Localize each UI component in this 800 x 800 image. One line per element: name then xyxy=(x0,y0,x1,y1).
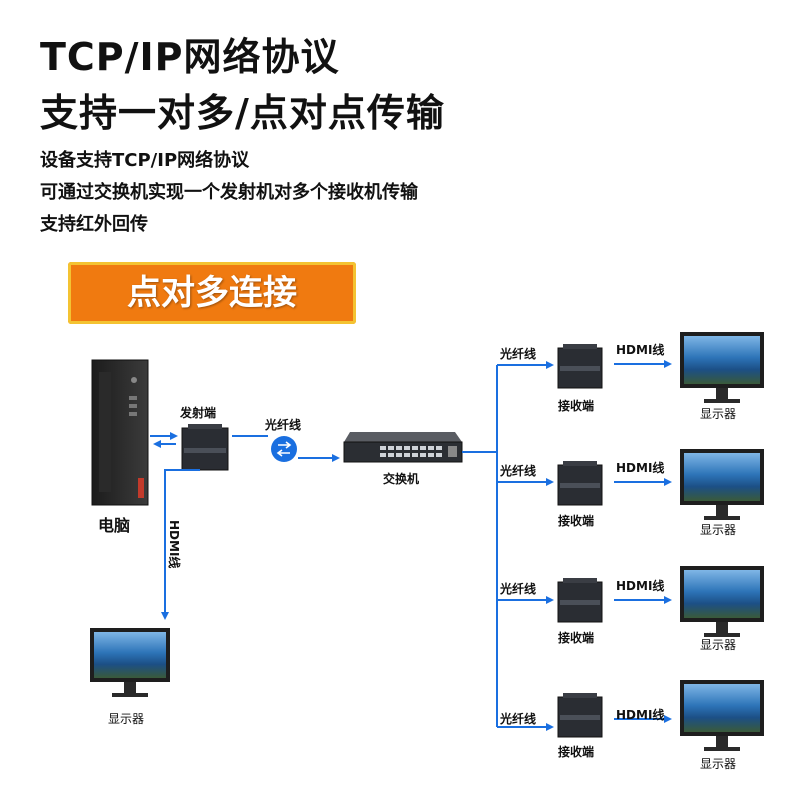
page-title-line2: 支持一对多/点对点传输 xyxy=(40,91,445,135)
local-monitor-label: 显示器 xyxy=(108,712,145,726)
feature-line-2: 可通过交换机实现一个发射机对多个接收机传输 xyxy=(40,182,418,203)
branch-4-receiver-label: 接收端 xyxy=(558,745,595,759)
fiber-exchange-icon xyxy=(271,436,297,462)
feature-line-1: 设备支持TCP/IP网络协议 xyxy=(40,150,250,171)
monitor-4 xyxy=(680,680,764,751)
branch-1-hdmi-label: HDMI线 xyxy=(616,343,665,357)
branch-1-monitor-label: 显示器 xyxy=(700,407,737,421)
network-switch xyxy=(343,432,463,463)
transmitter-label: 发射端 xyxy=(180,406,217,420)
local-monitor xyxy=(90,628,170,697)
branch-2-monitor-label: 显示器 xyxy=(700,523,737,537)
branch-1-receiver-label: 接收端 xyxy=(558,399,595,413)
branch-3-fiber-label: 光纤线 xyxy=(500,582,537,596)
page-title-line1: TCP/IP网络协议 xyxy=(40,35,340,79)
computer-label: 电脑 xyxy=(98,516,131,535)
transmitter-device xyxy=(181,424,229,471)
branch-3-hdmi-label: HDMI线 xyxy=(616,579,665,593)
hdmi-to-local-monitor-arrow xyxy=(161,469,200,620)
hdmi-vertical-label: HDMI线 xyxy=(167,520,182,568)
branch-4-fiber-label: 光纤线 xyxy=(500,712,537,726)
computer-tower xyxy=(91,359,149,506)
branch-3-monitor-label: 显示器 xyxy=(700,638,737,652)
feature-line-3: 支持红外回传 xyxy=(40,214,148,235)
monitor-3 xyxy=(680,566,764,637)
branch-2-hdmi-label: HDMI线 xyxy=(616,461,665,475)
receiver-device-2 xyxy=(557,461,603,506)
switch-label: 交换机 xyxy=(383,472,420,486)
branch-4-hdmi-label: HDMI线 xyxy=(616,708,665,722)
branch-2-receiver-label: 接收端 xyxy=(558,514,595,528)
branch-1-fiber-label: 光纤线 xyxy=(500,347,537,361)
branch-3-receiver-label: 接收端 xyxy=(558,631,595,645)
receiver-device-1 xyxy=(557,344,603,389)
fiber-label-main: 光纤线 xyxy=(265,418,302,432)
monitor-1 xyxy=(680,332,764,403)
receiver-device-4 xyxy=(557,693,603,738)
monitor-2 xyxy=(680,449,764,520)
branch-2-fiber-label: 光纤线 xyxy=(500,464,537,478)
connection-banner: 点对多连接 xyxy=(68,262,356,324)
banner-text: 点对多连接 xyxy=(127,273,297,313)
receiver-device-3 xyxy=(557,578,603,623)
branch-4-monitor-label: 显示器 xyxy=(700,757,737,771)
